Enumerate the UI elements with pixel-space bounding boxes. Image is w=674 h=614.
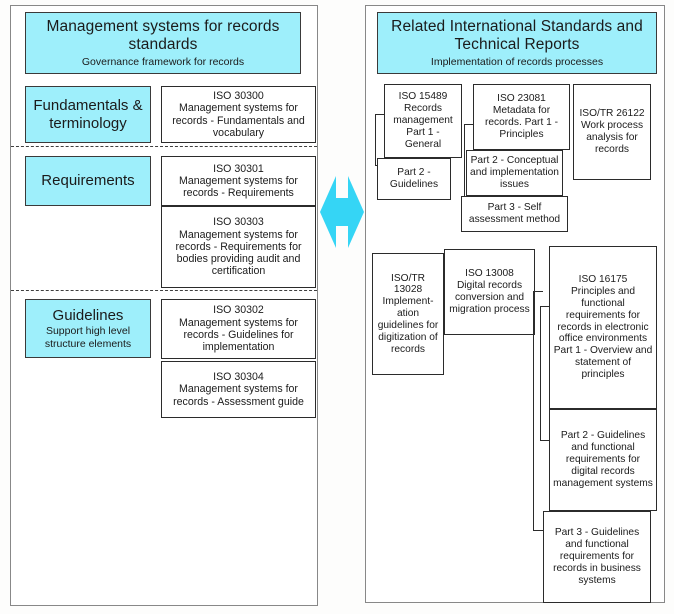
bidirectional-relationship-arrow xyxy=(318,172,366,252)
standard-part-label: Part 2 - Guidelines and functional requi… xyxy=(553,430,653,489)
standard-part-box-iso-23081-part2: Part 2 - Conceptual and implementation i… xyxy=(466,150,563,196)
connector-iso-16175-part3 xyxy=(533,291,543,531)
standard-part-box-iso-15489-part2: Part 2 - Guidelines xyxy=(377,158,451,200)
standard-title: Records management Part 1 - General xyxy=(393,103,453,150)
standard-box-iso-30304: ISO 30304 Management systems for records… xyxy=(161,361,316,418)
standard-box-iso-tr-26122: ISO/TR 26122 Work process analysis for r… xyxy=(573,84,651,180)
group-divider-2 xyxy=(11,290,317,291)
standard-code: ISO 30301 xyxy=(213,162,264,175)
standard-code: ISO 30302 xyxy=(213,304,264,317)
standard-part-label: Part 2 - Guidelines xyxy=(389,167,439,190)
standard-box-iso-tr-13028: ISO/TR 13028 Implement-ation guidelines … xyxy=(372,253,444,375)
group-label-text: Fundamentals & terminology xyxy=(33,97,143,132)
standard-box-iso-15489: ISO 15489 Records management Part 1 - Ge… xyxy=(384,84,462,158)
right-panel-subtitle: Implementation of records processes xyxy=(430,55,604,68)
standard-part-label: Part 2 - Conceptual and implementation i… xyxy=(470,155,559,190)
group-label-guidelines: Guidelines Support high level structure … xyxy=(25,299,151,358)
standard-box-iso-30302: ISO 30302 Management systems for records… xyxy=(161,299,316,359)
left-panel-subtitle: Governance framework for records xyxy=(81,55,245,68)
standard-code: ISO 15489 xyxy=(398,91,448,103)
standard-title: Digital records conversion and migration… xyxy=(449,280,530,315)
right-panel-header: Related International Standards and Tech… xyxy=(377,12,657,74)
double-headed-horizontal-arrow-icon xyxy=(320,176,364,248)
standard-part-box-iso-23081-part3: Part 3 - Self assessment method xyxy=(461,196,568,232)
standard-title: Implement-ation guidelines for digitizat… xyxy=(377,296,439,355)
standard-part-label: Part 3 - Self assessment method xyxy=(468,202,561,225)
group-label-requirements: Requirements xyxy=(25,156,151,206)
group-label-text: Requirements xyxy=(41,172,135,190)
left-panel-header: Management systems for records standards… xyxy=(25,12,301,74)
group-divider-1 xyxy=(11,146,317,147)
standard-box-iso-30300: ISO 30300 Management systems for records… xyxy=(161,86,316,143)
standard-code: ISO 30304 xyxy=(213,371,264,384)
standard-title: Metadata for records. Part 1 - Principle… xyxy=(484,105,559,140)
standard-title: Management systems for records - Assessm… xyxy=(173,383,304,408)
standard-code: ISO/TR 26122 xyxy=(579,108,645,120)
standard-code: ISO 16175 xyxy=(578,274,628,286)
standard-box-iso-13008: ISO 13008 Digital records conversion and… xyxy=(444,249,535,335)
left-panel-title: Management systems for records standards xyxy=(46,17,280,53)
standard-code: ISO 30303 xyxy=(213,216,264,229)
group-label-fundamentals: Fundamentals & terminology xyxy=(25,86,151,143)
standard-code: ISO/TR 13028 xyxy=(391,272,425,296)
standard-code: ISO 23081 xyxy=(497,93,546,105)
group-label-subtext: Support high level structure elements xyxy=(44,325,132,350)
standard-title: Management systems for records - Require… xyxy=(175,228,302,278)
standard-box-iso-23081: ISO 23081 Metadata for records. Part 1 -… xyxy=(473,84,570,150)
standard-title: Work process analysis for records xyxy=(580,120,644,155)
standard-title: Management systems for records - Require… xyxy=(179,174,298,200)
standard-code: ISO 30300 xyxy=(213,89,264,102)
standard-box-iso-30303: ISO 30303 Management systems for records… xyxy=(161,206,316,288)
group-label-text: Guidelines xyxy=(52,306,124,324)
standard-title: Management systems for records - Fundame… xyxy=(172,102,305,139)
standard-part-box-iso-16175-part3: Part 3 - Guidelines and functional requi… xyxy=(543,511,651,603)
standard-part-box-iso-16175-part2: Part 2 - Guidelines and functional requi… xyxy=(549,409,657,511)
management-systems-panel: Management systems for records standards… xyxy=(10,5,318,606)
related-standards-panel: Related International Standards and Tech… xyxy=(365,5,665,603)
standard-part-label: Part 3 - Guidelines and functional requi… xyxy=(553,527,641,586)
standard-code: ISO 13008 xyxy=(465,268,514,280)
standard-title: Management systems for records - Guideli… xyxy=(179,316,298,354)
standard-title: Principles and functional requirements f… xyxy=(553,286,653,380)
right-panel-title: Related International Standards and Tech… xyxy=(391,17,643,53)
standard-box-iso-30301: ISO 30301 Management systems for records… xyxy=(161,156,316,206)
connector-iso-16175-part2 xyxy=(540,306,550,441)
standard-box-iso-16175: ISO 16175 Principles and functional requ… xyxy=(549,246,657,409)
